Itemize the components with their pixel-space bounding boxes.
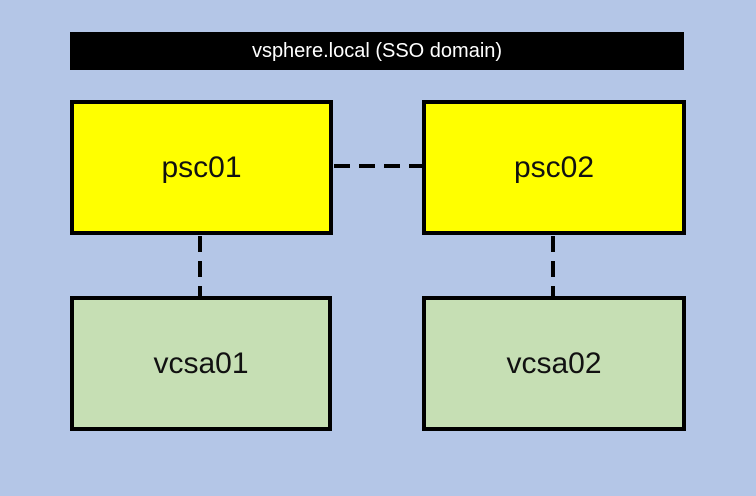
node-label: vcsa02 [506, 346, 602, 380]
node-label: psc01 [161, 150, 242, 184]
sso-domain-label: vsphere.local (SSO domain) [251, 39, 503, 62]
node-psc02: psc02 [422, 100, 686, 235]
sso-domain-banner: vsphere.local (SSO domain) [70, 32, 684, 70]
node-label: psc02 [513, 150, 595, 184]
node-vcsa02: vcsa02 [422, 296, 686, 431]
node-vcsa01: vcsa01 [70, 296, 332, 431]
node-label: vcsa01 [153, 346, 249, 380]
node-psc01: psc01 [70, 100, 333, 235]
